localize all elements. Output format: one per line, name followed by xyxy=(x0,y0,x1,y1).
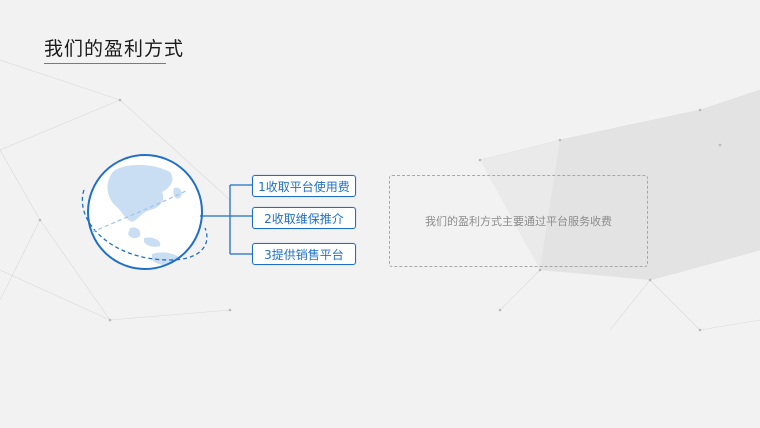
item-sales-platform: 3提供销售平台 xyxy=(252,243,356,265)
globe-icon xyxy=(81,154,208,270)
description-text: 我们的盈利方式主要通过平台服务收费 xyxy=(425,215,612,228)
item-maintenance-referral: 2收取维保推介 xyxy=(252,207,356,229)
item-connector xyxy=(200,184,252,255)
description-box: 我们的盈利方式主要通过平台服务收费 xyxy=(389,175,648,267)
slide-title: 我们的盈利方式 xyxy=(44,38,185,60)
title-underline xyxy=(44,63,166,64)
item-platform-fee: 1收取平台使用费 xyxy=(252,175,356,197)
